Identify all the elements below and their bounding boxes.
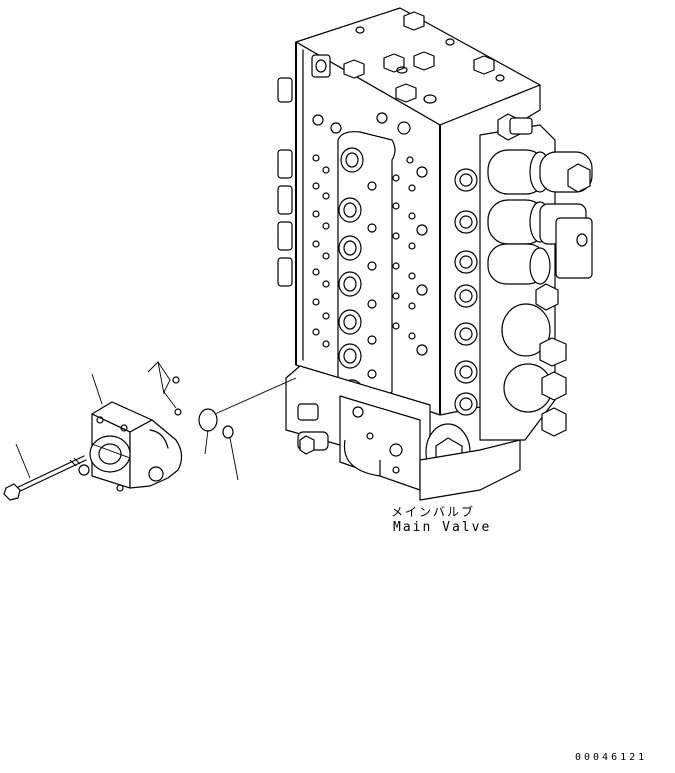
bolt <box>3 455 87 501</box>
spool-cover-column <box>337 131 396 405</box>
port-hole-grid <box>312 112 428 356</box>
top-hex-plug <box>311 11 505 104</box>
o-ring-small <box>222 425 234 439</box>
solenoid-cluster <box>454 113 593 441</box>
valve-base-block <box>285 365 521 501</box>
o-ring-large <box>198 408 218 432</box>
relief-valve-block <box>78 401 183 492</box>
main-valve-assembly <box>277 7 593 501</box>
drawing-code: 00046121 <box>575 752 648 763</box>
o-ring-set <box>147 361 297 481</box>
main-valve-label-en: Main Valve <box>393 520 492 535</box>
left-side-fitting <box>277 77 293 287</box>
main-valve-label-jp: メインバルブ <box>391 505 476 519</box>
